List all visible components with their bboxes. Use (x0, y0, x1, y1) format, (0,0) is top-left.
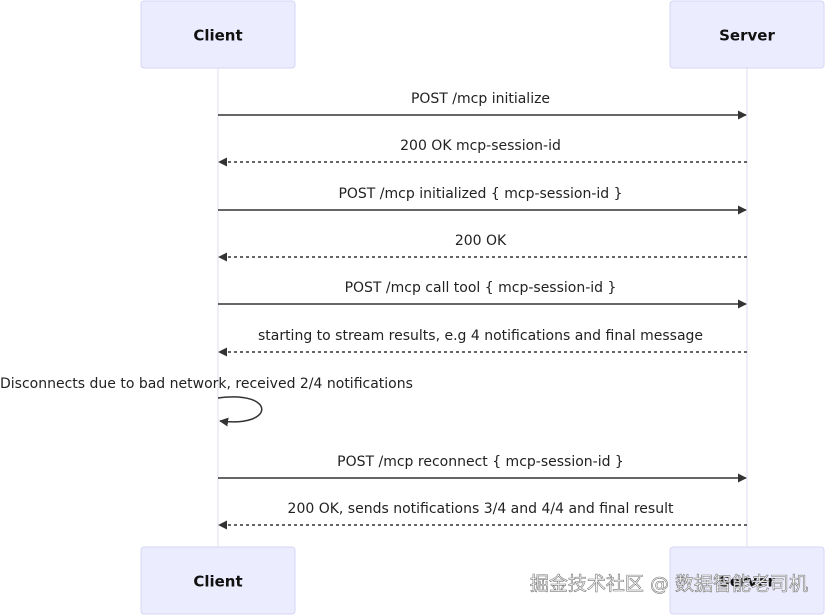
message-6: starting to stream results, e.g 4 notifi… (218, 328, 747, 357)
message-label: POST /mcp initialized { mcp-session-id } (338, 186, 622, 202)
message-1: POST /mcp initialize (218, 91, 747, 120)
message-label: POST /mcp reconnect { mcp-session-id } (337, 454, 624, 470)
client-actor-bottom-box (140, 546, 296, 615)
message-label: 200 OK (455, 233, 507, 249)
client-actor-top-label: Client (193, 27, 242, 45)
message-2: 200 OK mcp-session-id (218, 138, 747, 167)
server-actor-bottom-box (669, 546, 825, 615)
client-actor-bottom-label: Client (193, 573, 242, 591)
server-actor-top-label: Server (719, 27, 775, 45)
message-9: 200 OK, sends notifications 3/4 and 4/4 … (218, 501, 747, 530)
message-label: Disconnects due to bad network, received… (0, 376, 413, 392)
server-actor-bottom-label: Server (719, 573, 775, 591)
message-3: POST /mcp initialized { mcp-session-id } (218, 186, 747, 215)
message-label: starting to stream results, e.g 4 notifi… (258, 328, 703, 344)
messages: POST /mcp initialize 200 OK mcp-session-i… (0, 91, 747, 530)
message-label: POST /mcp call tool { mcp-session-id } (345, 280, 617, 296)
message-label: 200 OK, sends notifications 3/4 and 4/4 … (288, 501, 674, 517)
message-4: 200 OK (218, 233, 747, 262)
self-message-arrow (217, 396, 263, 427)
server-actor-top-box (669, 0, 825, 69)
message-5: POST /mcp call tool { mcp-session-id } (218, 280, 747, 309)
message-label: POST /mcp initialize (411, 91, 550, 107)
message-7: Disconnects due to bad network, received… (0, 376, 413, 427)
message-8: POST /mcp reconnect { mcp-session-id } (218, 454, 747, 483)
message-label: 200 OK mcp-session-id (400, 138, 561, 154)
watermark: 掘金技术社区 @ 数据智能老司机 (530, 573, 808, 595)
client-actor-top-box (140, 0, 296, 69)
